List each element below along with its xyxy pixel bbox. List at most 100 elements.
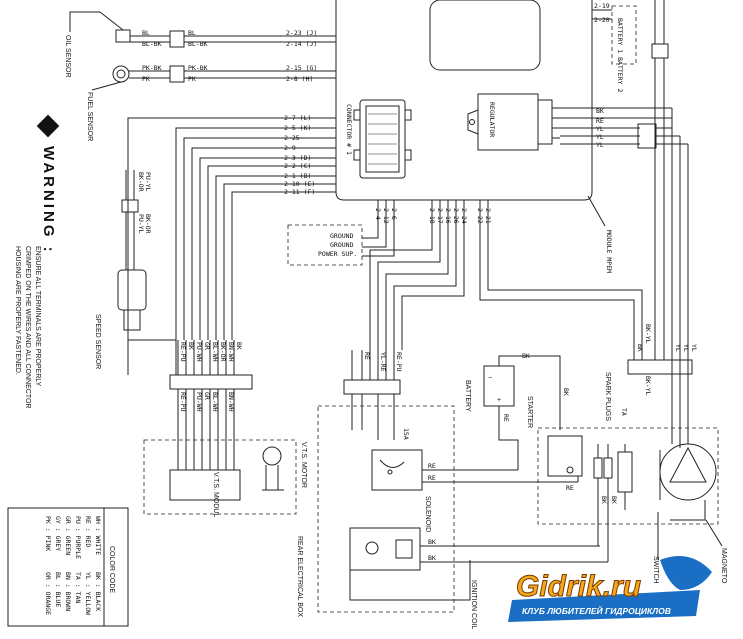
svg-text:YL: YL xyxy=(596,141,604,149)
svg-text:BK: BK xyxy=(428,538,436,546)
svg-text:Gidrik.ru: Gidrik.ru xyxy=(516,570,641,603)
svg-text:POWER SUP.: POWER SUP. xyxy=(318,250,357,258)
svg-text:SPEED SENSOR: SPEED SENSOR xyxy=(94,314,101,369)
svg-text:HOUSING ARE PROPERLY FASTENED.: HOUSING ARE PROPERLY FASTENED. xyxy=(14,246,21,375)
magneto: TA MAGNETO SWITCH xyxy=(537,340,727,584)
svg-text:BATTERY: BATTERY xyxy=(464,380,471,412)
vts-module: V.T.S. MODUL V.T.S. MOTOR xyxy=(143,439,307,517)
svg-text:PU-YL: PU-YL xyxy=(137,214,145,234)
svg-text:2-10 (E): 2-10 (E) xyxy=(284,180,315,188)
svg-text:BL-WH: BL-WH xyxy=(211,342,219,362)
warning-block: WARNING : ENSURE ALL TERMINALS ARE PROPE… xyxy=(14,114,60,408)
svg-text:BL-WH: BL-WH xyxy=(211,392,219,412)
svg-text:YL: YL xyxy=(682,344,690,352)
fuel-sensor: FUEL SENSOR PK-BK PK PK-BK PK 2-15 (G) 2… xyxy=(86,64,336,141)
svg-text:2-15 (G): 2-15 (G) xyxy=(286,64,317,72)
svg-text:RE: RE xyxy=(363,352,371,360)
svg-text:RE: RE xyxy=(566,484,574,492)
svg-text:SOLENOID: SOLENOID xyxy=(424,496,431,532)
svg-text:TA : TAN: TA : TAN xyxy=(74,572,82,603)
svg-text:PK-BK: PK-BK xyxy=(142,64,162,72)
svg-text:BN-WH: BN-WH xyxy=(227,392,235,412)
color-code-table: COLOR CODE WH : WHITE BK : BLACK RE : RE… xyxy=(7,507,129,627)
svg-text:BK: BK xyxy=(562,388,570,396)
oil-sensor: OIL SENSOR BL BL-BK BL BL-BK 2-23 (J) 2-… xyxy=(64,11,336,78)
svg-text:BL : BLUE: BL : BLUE xyxy=(54,572,62,607)
module-leader xyxy=(587,195,606,227)
svg-text:COLOR CODE: COLOR CODE xyxy=(108,546,115,593)
gidrik-logo: Gidrik.ru КЛУБ ЛЮБИТЕЛЕЙ ГИДРОЦИКЛОВ xyxy=(508,556,712,622)
svg-text:BK-YL: BK-YL xyxy=(644,324,652,344)
connector-label: CONNECTOR # 1 xyxy=(345,104,353,155)
svg-text:RE: RE xyxy=(596,117,604,125)
module-mpem: CONNECTOR # 1 REGULATOR xyxy=(335,0,593,201)
svg-text:PK: PK xyxy=(142,75,150,83)
svg-text:BK-YL: BK-YL xyxy=(644,376,652,396)
svg-text:GR: GR xyxy=(203,342,211,350)
svg-text:BL: BL xyxy=(142,29,150,37)
svg-text:+: + xyxy=(497,397,501,404)
svg-text:2-11 (F): 2-11 (F) xyxy=(284,188,315,196)
svg-text:2-20: 2-20 xyxy=(594,16,610,24)
svg-text:IGNITION COIL: IGNITION COIL xyxy=(470,580,477,630)
svg-text:2-23 (J): 2-23 (J) xyxy=(286,29,317,37)
svg-text:2-25: 2-25 xyxy=(284,134,300,142)
spark-plugs: SPARK PLUGS BK BK xyxy=(593,372,618,562)
svg-text:ENSURE ALL TERMINALS ARE PROPE: ENSURE ALL TERMINALS ARE PROPERLY xyxy=(34,246,41,387)
left-pin-wires: 2-7 (L) 2-5 (K) 2-25 2-9 2-3 (D) 2-2 (C)… xyxy=(127,114,336,340)
svg-text:2-1 (B): 2-1 (B) xyxy=(284,172,311,180)
svg-text:PU-WH: PU-WH xyxy=(195,342,203,362)
svg-text:2-14 (J): 2-14 (J) xyxy=(286,40,317,48)
speed-sensor: PU-YL BK-OR BK-OR PU-YL SPEED SENSOR xyxy=(94,170,152,369)
svg-text:MAGNETO: MAGNETO xyxy=(720,548,727,584)
svg-text:RE-PU: RE-PU xyxy=(179,342,187,362)
svg-text:YL-RE: YL-RE xyxy=(379,352,387,372)
svg-text:2-19: 2-19 xyxy=(594,2,610,10)
svg-text:RE: RE xyxy=(428,474,436,482)
svg-text:GY : GREY: GY : GREY xyxy=(54,516,62,551)
bottom-pins: 2-4 2-12 2-6 2-18 2-17 2-16 2-26 2-24 2-… xyxy=(369,200,643,350)
svg-text:BL-BK: BL-BK xyxy=(142,40,162,48)
svg-text:BK: BK xyxy=(600,496,608,504)
svg-text:15A: 15A xyxy=(402,428,410,440)
svg-text:OIL SENSOR: OIL SENSOR xyxy=(64,35,71,78)
svg-text:2-9: 2-9 xyxy=(284,144,296,152)
svg-text:REAR ELECTRICAL BOX: REAR ELECTRICAL BOX xyxy=(296,536,303,617)
svg-text:V.T.S. MOTOR: V.T.S. MOTOR xyxy=(300,442,307,488)
svg-text:2-6: 2-6 xyxy=(390,208,398,220)
svg-text:BN : BROWN: BN : BROWN xyxy=(64,572,72,611)
svg-text:BK: BK xyxy=(428,554,436,562)
rear-electrical-box: REAR ELECTRICAL BOX 15A SOLENOID RE RE B… xyxy=(296,405,608,617)
svg-text:FUEL SENSOR: FUEL SENSOR xyxy=(86,92,93,141)
starter: BK STARTER RE xyxy=(520,355,583,492)
svg-text:PU : PURPLE: PU : PURPLE xyxy=(74,516,82,559)
svg-text:PU-YL: PU-YL xyxy=(144,172,152,192)
svg-text:RE: RE xyxy=(502,414,510,422)
svg-text:YL : YELLOW: YL : YELLOW xyxy=(84,572,92,615)
regulator-wires: BK RE YL YL YL xyxy=(560,107,689,340)
svg-text:BK-OR: BK-OR xyxy=(144,214,152,234)
svg-text:STARTER: STARTER xyxy=(526,396,533,428)
svg-text:YL: YL xyxy=(674,344,682,352)
svg-text:GROUND: GROUND xyxy=(330,232,354,240)
svg-text:RE-PU: RE-PU xyxy=(395,352,403,372)
svg-text:PK: PK xyxy=(188,75,196,83)
svg-text:RE : RED: RE : RED xyxy=(84,516,92,547)
svg-text:2-12: 2-12 xyxy=(382,208,390,224)
battery-connector: 2-19 2-20 BATTERY 1 BATTERY 2 xyxy=(592,0,669,126)
svg-text:2-8 (H): 2-8 (H) xyxy=(286,75,313,83)
svg-text:PK-BK: PK-BK xyxy=(188,64,208,72)
svg-text:BK : BLACK: BK : BLACK xyxy=(94,572,102,611)
svg-text:BN-WH: BN-WH xyxy=(227,342,235,362)
svg-text:YL: YL xyxy=(690,344,698,352)
svg-text:GROUND: GROUND xyxy=(330,241,354,249)
svg-text:OR : ORANGE: OR : ORANGE xyxy=(44,572,52,615)
regulator-label: REGULATOR xyxy=(488,102,496,137)
svg-text:BK-OR: BK-OR xyxy=(219,342,227,362)
svg-text:BK: BK xyxy=(610,496,618,504)
svg-text:SWITCH: SWITCH xyxy=(652,556,659,584)
svg-text:2-5 (K): 2-5 (K) xyxy=(284,124,311,132)
battery: − + BK RE BATTERY xyxy=(464,352,530,470)
svg-text:BL: BL xyxy=(188,29,196,37)
right-connector: BK BK-YL YL YL YL BK-YL xyxy=(627,324,698,396)
